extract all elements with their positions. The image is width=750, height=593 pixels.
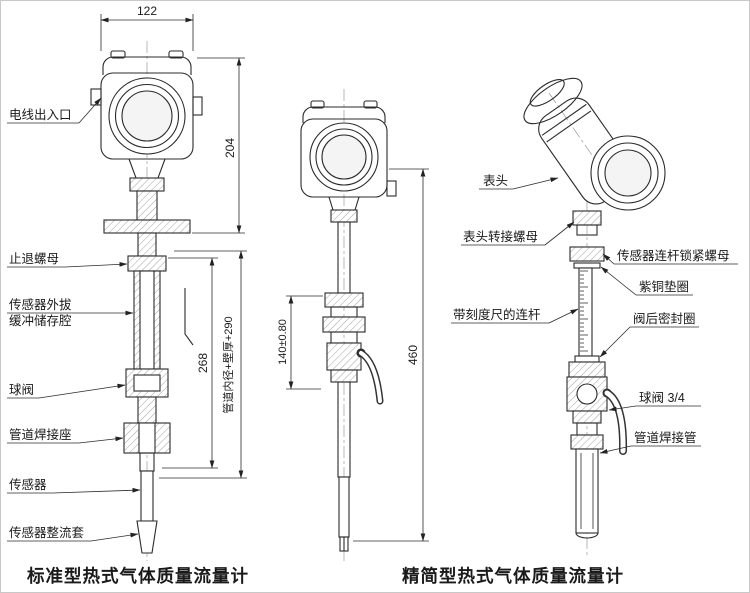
- label-weld-seat: 管道焊接座: [9, 427, 72, 442]
- cmp-head: [523, 77, 666, 211]
- label-std-ball-valve: 球阀: [9, 383, 34, 397]
- std-head: [90, 50, 203, 160]
- wire-port-shape: [90, 88, 102, 106]
- label-head-adapter-nut: 表头转接螺母: [463, 229, 538, 244]
- label-scaled-rod: 带刻度尺的连杆: [453, 307, 541, 322]
- caption-compact: 精简型热式气体质量流量计: [402, 566, 624, 586]
- head-adapter-nut-shape: [572, 210, 602, 226]
- valve-seal-shape: [574, 355, 600, 363]
- mounting-plate-shape: [103, 219, 191, 234]
- compact-labels: 表头 表头转接螺母 带刻度尺的连杆 传感器连杆锁紧螺母 紫铜垫圈 阀后密封圈 球…: [451, 174, 738, 454]
- dim-460-text: 460: [406, 345, 420, 365]
- std-stem: [103, 158, 194, 554]
- label-copper-washer: 紫铜垫圈: [639, 279, 689, 294]
- rod-scale-ticks: [580, 270, 588, 352]
- label-rectifier-sleeve: 传感器整流套: [9, 525, 85, 540]
- standard-meter-drawing: [90, 41, 203, 561]
- rectifier-sleeve-shape: [136, 520, 158, 554]
- dim-140-text: 140±0.80: [277, 319, 289, 365]
- weld-pipe-shape: [575, 448, 599, 534]
- label-buffer-1: 传感器外拔: [9, 297, 72, 312]
- label-valve-seal: 阀后密封圈: [633, 311, 696, 326]
- dim-268-text: 268: [196, 353, 210, 373]
- compact-meter-drawing: [523, 77, 666, 557]
- dimension-122: 122: [100, 4, 194, 51]
- dimension-pipe-formula: 管道内径+壁厚+290: [159, 250, 247, 479]
- label-buffer-2: 缓冲储存腔: [9, 313, 72, 328]
- dimension-140: 140±0.80: [277, 295, 323, 390]
- dim-204-text: 204: [223, 138, 237, 158]
- label-sensor: 传感器: [9, 477, 47, 492]
- mid-valve-shape: [326, 342, 362, 371]
- dimension-204: 204: [192, 57, 245, 234]
- dimension-268: 268: [162, 257, 218, 469]
- label-wire-port: 电线出入口: [9, 108, 72, 122]
- standard-labels: 电线出入口 止退螺母 传感器外拔 缓冲储存腔 球阀 管道焊接座 传感器 传感器整…: [7, 97, 141, 542]
- dim-pipe-text: 管道内径+壁厚+290: [221, 316, 235, 413]
- caption-standard: 标准型热式气体质量流量计: [26, 566, 249, 586]
- label-rod-lock-nut: 传感器连杆锁紧螺母: [617, 248, 730, 263]
- std-handle: [184, 288, 194, 346]
- label-weld-pipe: 管道焊接管: [634, 430, 697, 445]
- middle-meter-drawing: [300, 89, 397, 561]
- label-cmp-ball-valve: 球阀 3/4: [639, 391, 685, 405]
- dimension-460: 460: [353, 168, 429, 542]
- mid-stem: [322, 196, 384, 552]
- copper-washer-shape: [573, 262, 601, 269]
- sensor-tube-shape: [140, 470, 154, 522]
- mid-head: [300, 100, 397, 198]
- lock-nut-shape: [127, 255, 167, 272]
- rod-lock-nut-shape: [569, 246, 605, 262]
- label-lock-nut: 止退螺母: [9, 252, 59, 266]
- cmp-stem: [566, 210, 628, 539]
- label-head: 表头: [483, 174, 508, 188]
- dim-122-text: 122: [137, 4, 157, 18]
